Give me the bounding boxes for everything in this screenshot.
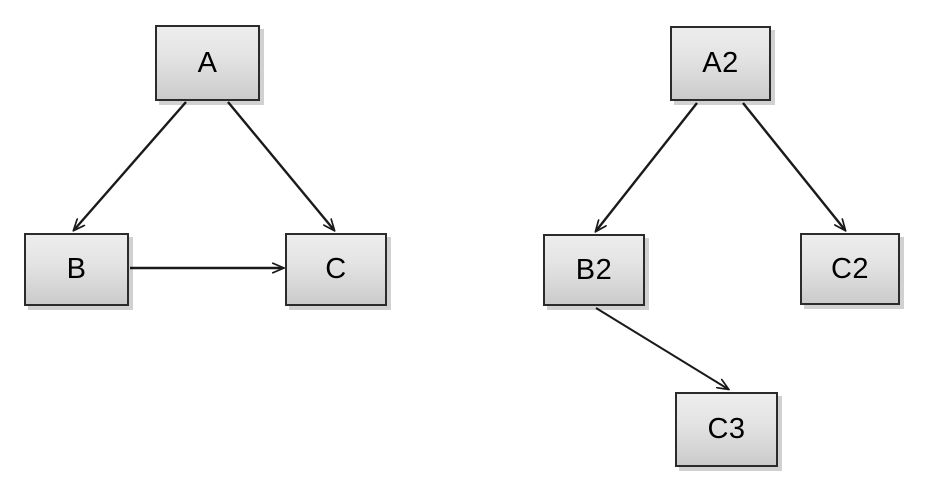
- node-b2-label: B2: [575, 253, 613, 286]
- node-a[interactable]: A: [155, 25, 260, 101]
- node-b2[interactable]: B2: [543, 234, 645, 306]
- node-b[interactable]: B: [24, 233, 129, 306]
- node-c2-label: C2: [830, 252, 870, 285]
- node-c-label: C: [325, 253, 347, 285]
- edge-a2-to-c2: [742, 102, 845, 230]
- node-a2[interactable]: A2: [670, 26, 771, 101]
- edge-a-to-c: [227, 101, 334, 230]
- node-c2[interactable]: C2: [800, 233, 900, 305]
- node-a-label: A: [197, 46, 218, 79]
- edge-a2-to-b2: [596, 102, 698, 231]
- edge-b2-to-c3: [595, 307, 728, 389]
- node-c[interactable]: C: [285, 233, 387, 306]
- node-c3[interactable]: C3: [675, 392, 778, 467]
- node-b-label: B: [66, 253, 87, 285]
- edge-a-to-b: [74, 101, 187, 230]
- node-c3-label: C3: [707, 413, 746, 445]
- node-a2-label: A2: [702, 47, 739, 79]
